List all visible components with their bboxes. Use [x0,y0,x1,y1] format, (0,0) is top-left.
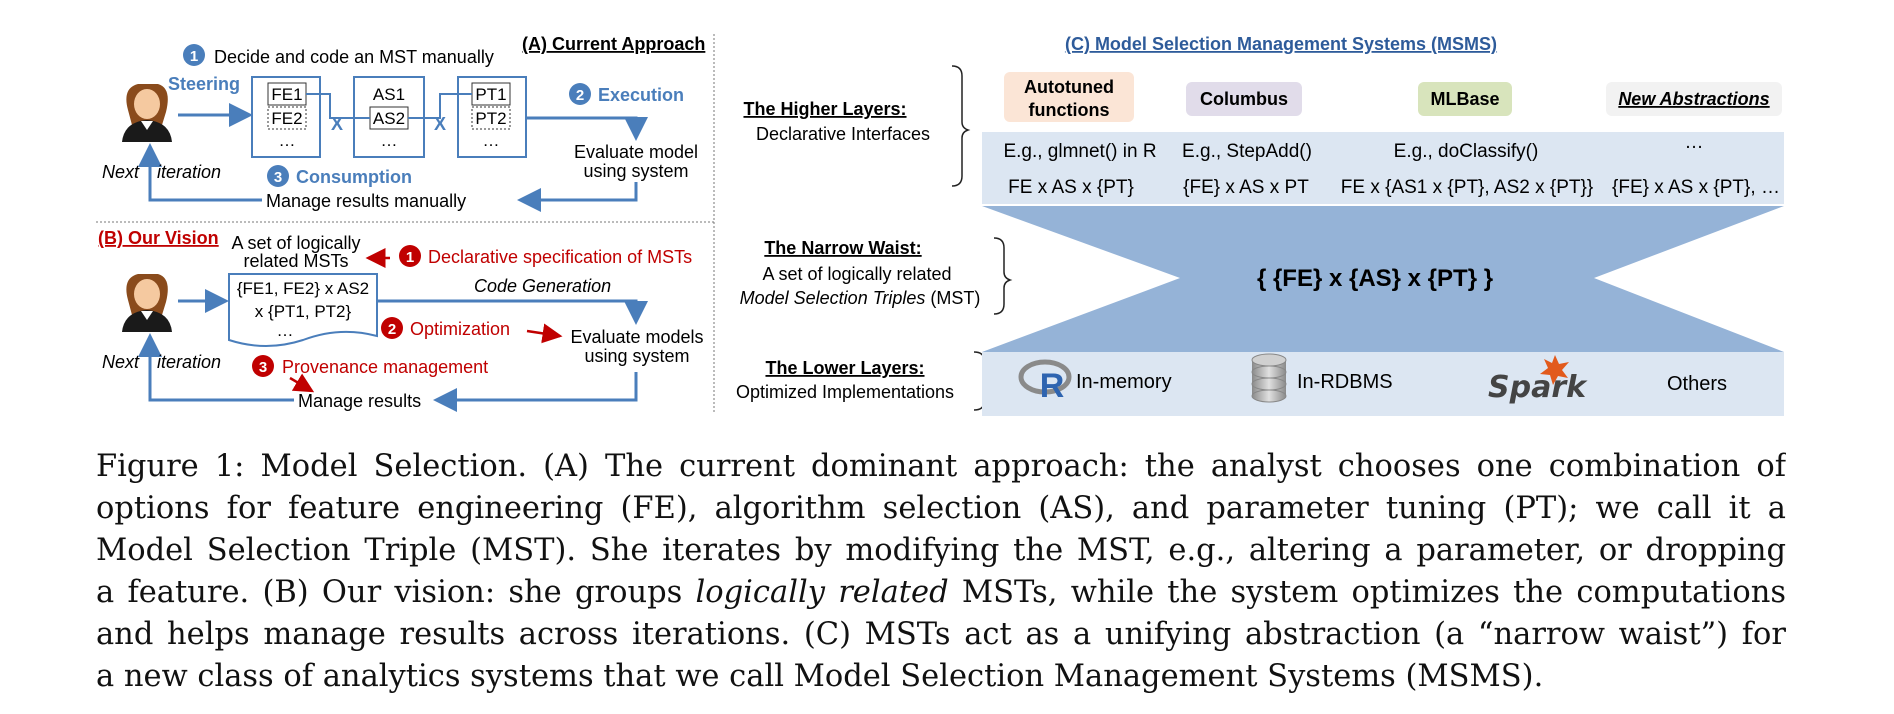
evaluate-models-line2: using system [584,346,689,366]
higher-layers-sub: Declarative Interfaces [756,124,930,144]
fe2-label: FE2 [271,109,302,128]
caption-line-1: Figure 1: Model Selection. (A) The curre… [96,449,1786,484]
example-new: … [1685,132,1704,153]
step-3-badge [267,165,289,187]
step-3-badge-b [252,355,274,377]
system-new-abstractions-box [1606,82,1782,116]
backend-in-memory: In-memory [1076,371,1172,393]
form-mlbase: FE x {AS1 x {PT}, AS2 x {PT}} [1341,177,1593,198]
panel-c: (C) Model Selection Management Systems (… [736,34,1784,416]
lower-layers-title: The Lower Layers: [765,358,924,378]
waist-expression: { {FE} x {AS} x {PT} } [1257,265,1493,292]
step-2-badge-b [381,317,403,339]
declarative-spec-label: Declarative specification of MSTs [428,247,692,267]
optimization-label: Optimization [410,319,510,339]
caption-line-2: options for feature engineering (FE), al… [96,491,1786,526]
step-2-number: 2 [576,87,584,104]
spark-logo-icon: Spark [1488,355,1588,405]
higher-layers-title: The Higher Layers: [743,99,906,119]
panel-a: (A) Current Approach 1 Decide and code a… [102,34,705,212]
r-logo-icon: R [1018,359,1072,405]
mst-set-ellipsis: … [277,321,294,340]
step-1-number: 1 [190,48,198,65]
manage-results-label: Manage results [298,391,421,411]
step-1-label: Decide and code an MST manually [214,47,494,67]
pt2-label: PT2 [475,109,506,128]
caption-line-5: and helps manage results across iteratio… [96,617,1786,652]
step-2-number-b: 2 [388,321,396,338]
panel-a-title: (A) Current Approach [522,34,705,54]
system-autotuned-box [1004,72,1134,122]
step-1-number-b: 1 [406,249,414,266]
evaluate-models-line1: Evaluate models [570,327,703,347]
example-autotuned: E.g., glmnet() in R [1003,141,1156,162]
code-generation-label: Code Generation [474,276,611,296]
set-label-line2: related MSTs [243,251,348,271]
system-autotuned-line2: functions [1029,100,1110,120]
panel-b-title: (B) Our Vision [98,228,219,248]
set-label-line1: A set of logically [231,233,360,253]
as-ellipsis: … [381,131,398,150]
fe2-cell [267,106,307,130]
consumption-label: Consumption [296,167,412,187]
svg-text:Spark: Spark [1488,370,1588,405]
narrow-waist-shape [982,206,1784,352]
system-columbus-label: Columbus [1200,89,1288,109]
example-mlbase: E.g., doClassify() [1394,141,1539,162]
next-label-a: Next [102,162,140,182]
lower-layers-sub: Optimized Implementations [736,382,954,402]
pt2-cell [471,106,511,130]
figure-1: (A) Current Approach 1 Decide and code a… [96,34,1784,416]
narrow-waist-sub1: A set of logically related [762,264,951,284]
fe-ellipsis: … [279,131,296,150]
mst-set-line1: {FE1, FE2} x AS2 [237,279,369,298]
execution-label: Execution [598,85,684,105]
backend-in-rdbms: In-RDBMS [1297,371,1393,393]
narrow-waist-title: The Narrow Waist: [764,238,921,258]
steering-label: Steering [168,74,240,94]
step-3-number-b: 3 [259,359,267,376]
analyst-icon-a [122,84,172,142]
step-3-number: 3 [274,169,282,186]
backend-others: Others [1667,373,1727,395]
system-new-abstractions-label: New Abstractions [1618,89,1769,109]
example-columbus: E.g., StepAdd() [1182,141,1312,162]
manage-manually-label: Manage results manually [266,191,466,211]
panel-b: (B) Our Vision A set of logically relate… [98,228,704,412]
step-1-badge [183,44,205,66]
mst-set-line2: x {PT1, PT2} [255,302,352,321]
iteration-label-a: iteration [157,162,221,182]
caption-line-4: a feature. (B) Our vision: she groups lo… [96,575,1786,610]
form-new: {FE} x AS x {PT}, … [1612,177,1780,198]
evaluate-model-line1: Evaluate model [574,142,698,162]
as2-label: AS2 [373,109,405,128]
database-icon [1251,353,1287,403]
system-columbus-box [1186,82,1302,116]
as1-label: AS1 [373,85,405,104]
pt-ellipsis: … [483,131,500,150]
mst-set-document [228,273,378,347]
iteration-label-b: iteration [157,352,221,372]
figure-caption: Figure 1: Model Selection. (A) The curre… [96,446,1786,698]
system-autotuned-line1: Autotuned [1024,77,1114,97]
caption-line-6: a new class of analytics systems that we… [96,659,1544,694]
step-2-badge [569,83,591,105]
system-mlbase-label: MLBase [1430,89,1499,109]
provenance-label: Provenance management [282,357,488,377]
evaluate-model-line2: using system [583,161,688,181]
svg-text:R: R [1040,367,1065,405]
form-columbus: {FE} x AS x PT [1183,177,1309,198]
next-label-b: Next [102,352,140,372]
declarative-interfaces-band [982,132,1784,204]
narrow-waist-sub2: Model Selection Triples (MST) [740,288,981,308]
step-1-badge-b [399,245,421,267]
panel-c-title: (C) Model Selection Management Systems (… [1065,34,1497,54]
implementations-band [982,352,1784,416]
form-autotuned: FE x AS x {PT} [1008,177,1134,198]
caption-line-3: Model Selection Triple (MST). She iterat… [96,533,1786,568]
analyst-icon-b [122,274,172,332]
pt1-label: PT1 [475,85,506,104]
system-mlbase-box [1418,82,1512,116]
fe1-label: FE1 [271,85,302,104]
